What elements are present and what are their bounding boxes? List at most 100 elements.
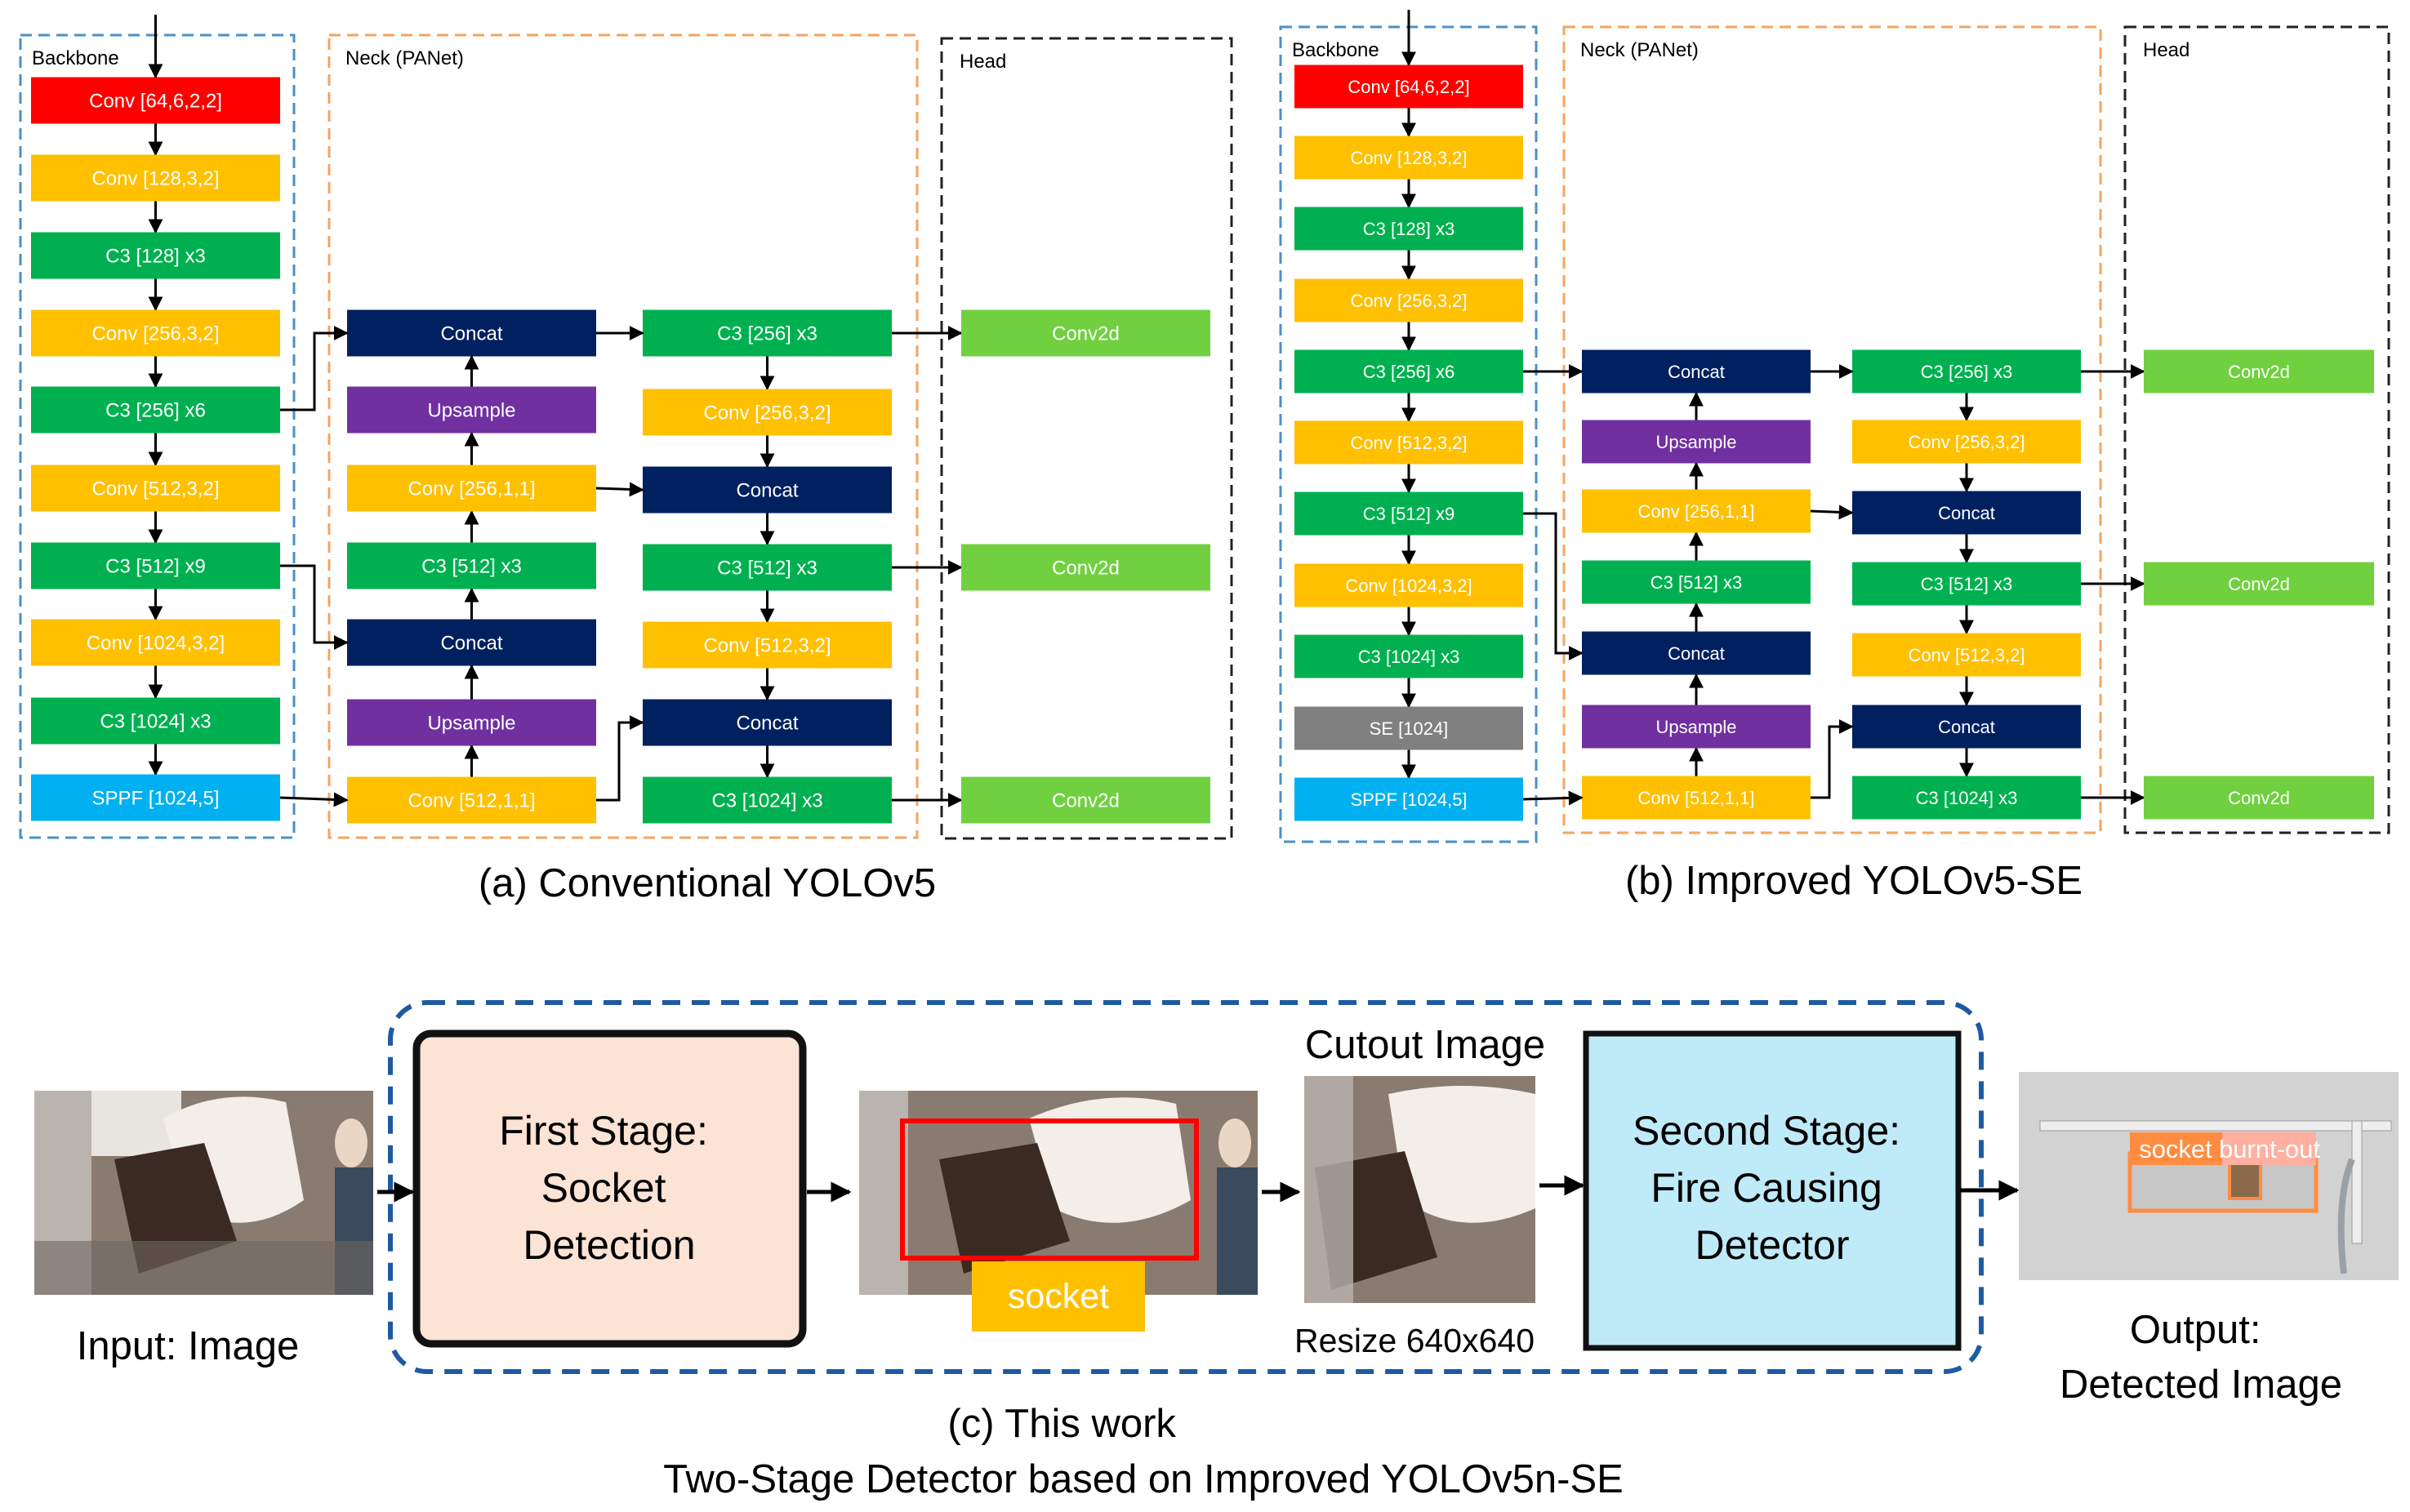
block-rect <box>347 776 596 824</box>
a-backbone-block-sppf-1024-5: SPPF [1024,5] <box>31 774 280 821</box>
a-head-block-conv2d: Conv2d <box>961 544 1210 591</box>
block-rect <box>31 232 280 279</box>
block-rect <box>1852 562 2081 606</box>
block-label: Upsample <box>1655 432 1736 452</box>
block-label: Conv [512,3,2] <box>1908 645 2025 665</box>
b-neck2-block-concat: Concat <box>1852 491 2081 535</box>
first-stage-box <box>412 1029 807 1348</box>
block-rect <box>961 309 1210 357</box>
block-rect <box>347 386 596 434</box>
block-rect <box>1294 491 1523 536</box>
a-neck1-block-concat: Concat <box>347 309 596 357</box>
panel-caption: (a) Conventional YOLOv5 <box>479 861 936 905</box>
socket-tag-bg <box>972 1261 1145 1332</box>
b-neck2-block-c3-512-x3: C3 [512] x3 <box>1852 562 2081 606</box>
block-label: Concat <box>1668 362 1725 382</box>
a-backbone-block-c3-128-x3: C3 [128] x3 <box>31 232 280 279</box>
neck-label: Neck (PANet) <box>345 47 464 69</box>
block-label: Concat <box>736 480 798 502</box>
b-head-block-conv2d: Conv2d <box>2144 562 2374 606</box>
a-neck1-block-upsample: Upsample <box>347 386 596 434</box>
block-rect <box>1294 777 1523 821</box>
neck-label: Neck (PANet) <box>1580 39 1699 61</box>
block-label: Conv2d <box>1052 790 1120 812</box>
a-neck2-block-conv-512-3-2: Conv [512,3,2] <box>643 621 892 669</box>
a-neck2-block-c3-512-x3: C3 [512] x3 <box>643 544 892 591</box>
cutout-image-label: Cutout Image <box>1305 1023 1545 1067</box>
a-neck2-block-concat: Concat <box>643 466 892 514</box>
block-rect <box>1582 349 1811 394</box>
block-rect <box>1852 420 2081 464</box>
block-rect <box>1294 634 1523 678</box>
a-backbone-block-c3-512-x9: C3 [512] x9 <box>31 542 280 589</box>
block-rect <box>347 699 596 746</box>
b-neck2-block-c3-256-x3: C3 [256] x3 <box>1852 349 2081 394</box>
a-backbone-block-conv-1024-3-2: Conv [1024,3,2] <box>31 619 280 666</box>
block-rect <box>1852 776 2081 820</box>
block-rect <box>1852 633 2081 677</box>
block-rect <box>1582 631 1811 675</box>
resize-label: Resize 640x640 <box>1294 1322 1535 1359</box>
block-rect <box>643 389 892 436</box>
block-label: Conv [256,3,2] <box>1350 291 1467 311</box>
block-label: C3 [128] x3 <box>1363 219 1455 239</box>
block-rect <box>643 309 892 357</box>
block-label: Conv2d <box>2228 788 2290 808</box>
b-neck2-block-c3-1024-x3: C3 [1024] x3 <box>1852 776 2081 820</box>
block-rect <box>1294 420 1523 465</box>
block-label: Conv [128,3,2] <box>1350 148 1467 168</box>
block-rect <box>31 154 280 202</box>
block-label: Concat <box>736 713 798 735</box>
block-label: C3 [256] x3 <box>717 323 817 345</box>
a-backbone-block-c3-256-x6: C3 [256] x6 <box>31 386 280 434</box>
conv-to-concat-elbow-arrow <box>1811 719 1854 799</box>
b-neck2-block-conv-512-3-2: Conv [512,3,2] <box>1852 633 2081 677</box>
block-label: C3 [512] x3 <box>1921 574 2013 594</box>
block-label: C3 [512] x9 <box>1363 504 1455 524</box>
block-rect <box>643 621 892 669</box>
neck-frame <box>327 33 919 839</box>
block-rect <box>961 544 1210 591</box>
block-label: Conv [128,3,2] <box>91 168 219 190</box>
block-rect <box>961 776 1210 824</box>
neck-frame <box>1562 25 2102 834</box>
b-head-block-conv2d: Conv2d <box>2144 349 2374 394</box>
a-backbone-block-conv-256-3-2: Conv [256,3,2] <box>31 309 280 357</box>
block-rect <box>1852 705 2081 749</box>
b-head-block-conv2d: Conv2d <box>2144 776 2374 820</box>
block-label: C3 [512] x3 <box>1650 572 1743 593</box>
a-backbone-block-conv-64-6-2-2: Conv [64,6,2,2] <box>31 77 280 124</box>
block-rect <box>31 386 280 434</box>
b-neck1-block-conv-512-1-1: Conv [512,1,1] <box>1582 776 1811 820</box>
block-label: Conv [512,1,1] <box>1637 788 1754 808</box>
a-backbone-block-conv-128-3-2: Conv [128,3,2] <box>31 154 280 202</box>
block-rect <box>1582 489 1811 533</box>
block-label: Conv [256,3,2] <box>1908 432 2025 452</box>
a-backbone-block-c3-1024-x3: C3 [1024] x3 <box>31 697 280 745</box>
cutout-image <box>1304 1076 1535 1303</box>
block-rect <box>1852 349 2081 394</box>
second-stage-label: Second Stage: Fire Causing Detector <box>1633 1108 1912 1268</box>
block-label: C3 [1024] x3 <box>711 790 822 812</box>
block-rect <box>1294 349 1523 394</box>
block-label: Concat <box>440 633 502 655</box>
conv-to-concat-arrow <box>1810 505 1854 520</box>
a-neck2-block-conv-256-3-2: Conv [256,3,2] <box>643 389 892 436</box>
block-label: Conv [512,3,2] <box>703 635 831 657</box>
first-stage-label: First Stage: Socket Detection <box>499 1108 719 1268</box>
backbone-c3-512-to-concat <box>280 564 349 650</box>
a-neck1-block-upsample: Upsample <box>347 699 596 746</box>
block-rect <box>1582 705 1811 749</box>
input-label: Input: Image <box>77 1324 299 1368</box>
block-rect <box>1294 64 1523 109</box>
block-rect <box>2144 776 2374 820</box>
block-rect <box>1294 563 1523 607</box>
a-neck1-block-conv-256-1-1: Conv [256,1,1] <box>347 465 596 512</box>
block-rect <box>31 465 280 512</box>
panel-c-two-stage-detector: Input: Image First Stage: Socket Detecti… <box>34 1000 2399 1501</box>
block-rect <box>347 309 596 357</box>
block-rect <box>643 776 892 824</box>
block-label: Conv [256,1,1] <box>408 478 535 500</box>
block-label: Conv2d <box>1052 323 1120 345</box>
